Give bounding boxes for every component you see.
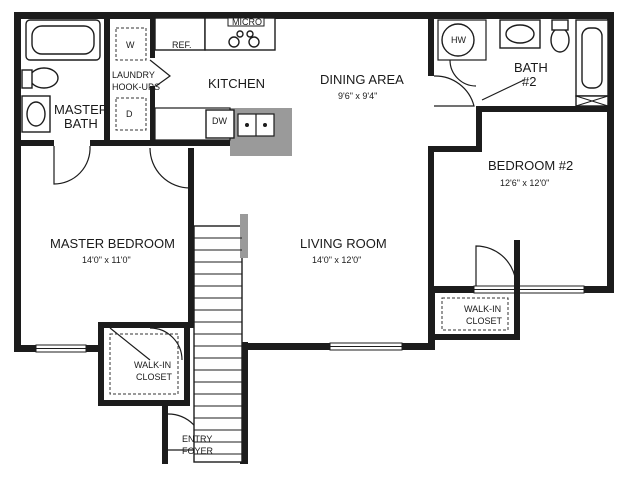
master-bath-fixtures — [21, 19, 101, 133]
master-closet-label-line2: CLOSET — [136, 372, 173, 382]
dryer-label: D — [126, 109, 133, 119]
bedroom2-dims: 12'6" x 12'0" — [500, 178, 549, 188]
master-bath-label-line1: MASTER — [54, 102, 108, 117]
dishwasher-label: DW — [212, 116, 227, 126]
washer-label: W — [126, 40, 135, 50]
microwave-label: MICRO — [232, 17, 262, 27]
master-bath-label-line2: BATH — [64, 116, 98, 131]
bedroom2-label: BEDROOM #2 — [488, 158, 573, 173]
laundry-label-line1: LAUNDRY — [112, 70, 155, 80]
dining-area-label: DINING AREA — [320, 72, 404, 87]
bed2-closet-label-line2: CLOSET — [466, 316, 503, 326]
master-bedroom-dims: 14'0" x 11'0" — [82, 255, 131, 265]
water-heater-closet — [437, 19, 487, 61]
living-room-dims: 14'0" x 12'0" — [312, 255, 361, 265]
living-room-label: LIVING ROOM — [300, 236, 387, 251]
laundry-label-line2: HOOK-UPS — [112, 82, 160, 92]
bath2-fixtures — [499, 19, 609, 107]
fridge-label: REF. — [172, 40, 192, 50]
entry-foyer-label-line1: ENTRY — [182, 434, 212, 444]
windows — [35, 285, 585, 353]
bath2-label-line1: BATH — [514, 60, 548, 75]
upper-cabinets — [154, 17, 276, 51]
laundry-closet — [115, 27, 171, 131]
bath2-label-line2: #2 — [522, 74, 536, 89]
bed2-closet-shelf — [441, 297, 509, 331]
water-heater-label: HW — [451, 35, 466, 45]
entry-foyer-label-line2: FOYER — [182, 446, 214, 456]
kitchen-label: KITCHEN — [208, 76, 265, 91]
master-closet-label-line1: WALK-IN — [134, 360, 171, 370]
interior-walls — [14, 12, 614, 464]
staircase — [193, 214, 248, 463]
water-heater — [441, 23, 475, 57]
master-bedroom-label: MASTER BEDROOM — [50, 236, 175, 251]
master-closet-shelf — [109, 333, 179, 395]
dishwasher — [205, 109, 235, 139]
dining-area-dims: 9'6" x 9'4" — [338, 91, 377, 101]
bed2-closet-label-line1: WALK-IN — [464, 304, 501, 314]
